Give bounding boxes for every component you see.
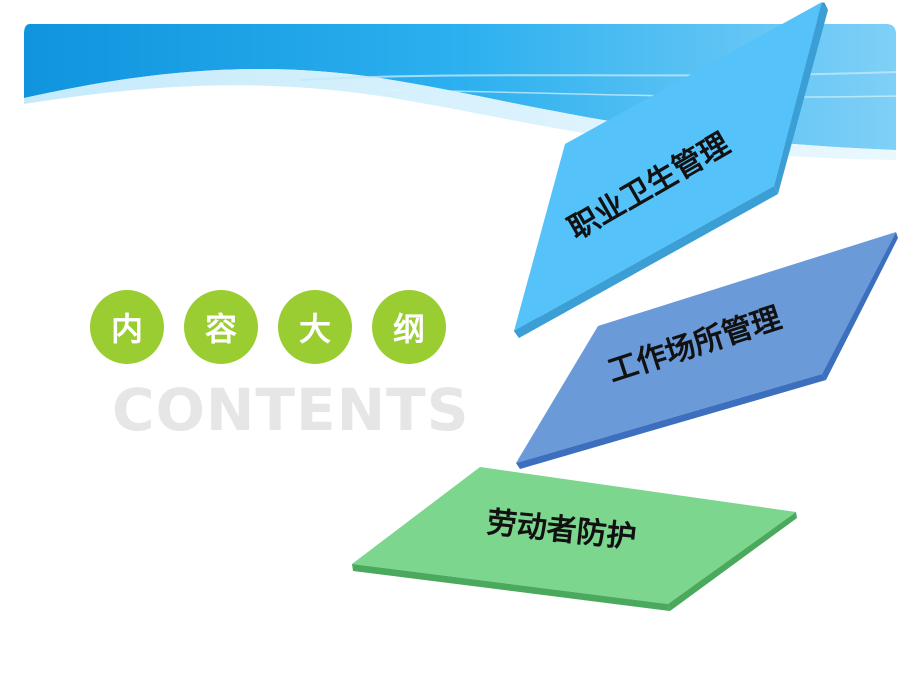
panel-workplace[interactable]: 工作场所管理 — [516, 232, 898, 469]
contents-subtitle: CONTENTS — [112, 376, 470, 444]
title-char: 内 — [110, 310, 143, 348]
title-char-circle: 大 — [278, 290, 352, 364]
title-char-circle: 容 — [184, 290, 258, 364]
title-char: 大 — [298, 310, 331, 348]
panel-occupational-health[interactable]: 职业卫生管理 — [514, 2, 828, 338]
title-char: 容 — [204, 310, 237, 348]
panel-worker-protection[interactable]: 劳动者防护 — [352, 467, 797, 611]
title-char-circle: 纲 — [372, 290, 446, 364]
title-char: 纲 — [392, 310, 425, 348]
title-char-circle: 内 — [90, 290, 164, 364]
